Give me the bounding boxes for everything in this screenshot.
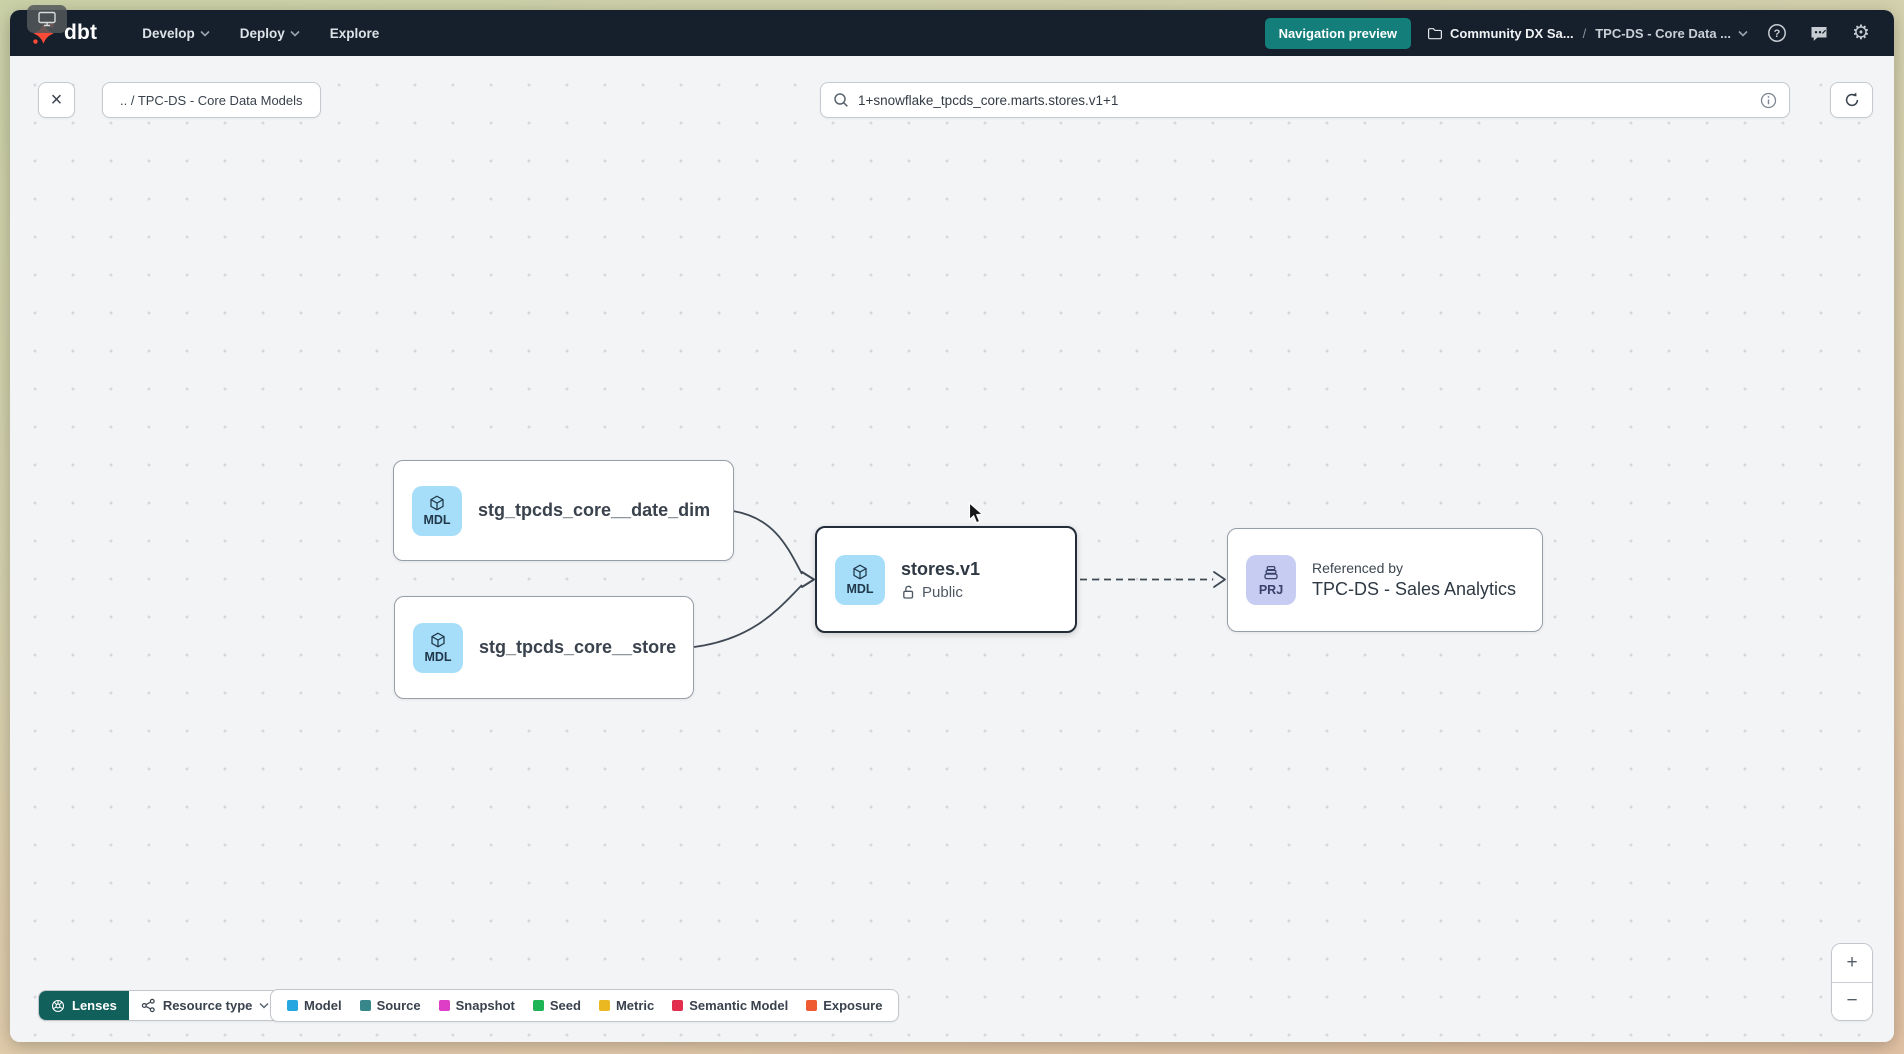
- zoom-out-button[interactable]: −: [1832, 982, 1872, 1020]
- mouse-cursor: [968, 502, 984, 524]
- feedback-button[interactable]: [1806, 20, 1832, 46]
- lenses-control-group: Lenses Resource type: [38, 990, 283, 1021]
- resource-graph-icon: [141, 998, 155, 1013]
- lens-icon: [51, 999, 65, 1012]
- folder-icon: [1428, 27, 1443, 39]
- search-icon: [834, 93, 848, 107]
- legend-item-exposure: Exposure: [806, 998, 882, 1013]
- lock-open-icon: [903, 585, 914, 599]
- gear-icon: ⚙: [1852, 22, 1870, 44]
- model-node-store[interactable]: MDL stg_tpcds_core__store: [394, 596, 694, 699]
- access-label: Public: [922, 583, 963, 601]
- navigation-preview-button[interactable]: Navigation preview: [1264, 17, 1412, 49]
- refresh-lineage-button[interactable]: [1830, 82, 1873, 118]
- breadcrumb-account[interactable]: Community DX Sa...: [1450, 25, 1574, 41]
- chevron-down-icon: [290, 30, 300, 37]
- legend-item-seed: Seed: [532, 998, 581, 1013]
- legend-swatch: [287, 1000, 298, 1011]
- top-navbar: dbt Develop Deploy Explore Navigation pr…: [10, 10, 1894, 56]
- nav-explore[interactable]: Explore: [329, 25, 380, 41]
- app-window: dbt Develop Deploy Explore Navigation pr…: [10, 10, 1894, 1042]
- legend-item-model: Model: [287, 998, 342, 1013]
- node-label: TPC-DS - Sales Analytics: [1312, 579, 1517, 599]
- chevron-down-icon: [259, 1002, 269, 1009]
- model-badge: MDL: [412, 485, 462, 536]
- svg-text:?: ?: [1774, 28, 1781, 40]
- close-lineage-button[interactable]: ×: [38, 82, 75, 118]
- help-button[interactable]: ?: [1764, 20, 1790, 46]
- legend-item-source: Source: [359, 998, 421, 1013]
- legend-swatch: [806, 1000, 818, 1011]
- lineage-search-bar: [820, 82, 1790, 118]
- dbt-logo-text: dbt: [64, 21, 98, 44]
- lenses-button[interactable]: Lenses: [39, 991, 129, 1020]
- project-badge: PRJ: [1246, 555, 1296, 605]
- cube-icon: [431, 632, 445, 648]
- node-label: stg_tpcds_core__date_dim: [478, 500, 711, 520]
- legend-swatch: [532, 1000, 544, 1011]
- settings-button[interactable]: ⚙: [1848, 20, 1874, 46]
- nav-deploy[interactable]: Deploy: [229, 18, 311, 49]
- resource-type-legend: Model Source Snapshot Seed Metric Semant…: [270, 989, 900, 1022]
- breadcrumb-separator: /: [1582, 25, 1587, 41]
- screen-share-indicator-icon: [27, 5, 67, 33]
- legend-swatch: [672, 1000, 684, 1011]
- refresh-icon: [1845, 92, 1858, 107]
- lineage-breadcrumb-chip[interactable]: .. / TPC-DS - Core Data Models: [102, 82, 321, 118]
- model-node-date-dim[interactable]: MDL stg_tpcds_core__date_dim: [393, 460, 734, 561]
- node-title: stores.v1: [901, 558, 981, 579]
- nav-develop[interactable]: Develop: [131, 18, 221, 49]
- close-icon: ×: [50, 88, 63, 111]
- cube-icon: [430, 495, 444, 511]
- legend-item-snapshot: Snapshot: [438, 998, 515, 1013]
- project-reference-node[interactable]: PRJ Referenced by TPC-DS - Sales Analyti…: [1227, 528, 1543, 632]
- resource-type-button[interactable]: Resource type: [128, 991, 282, 1020]
- zoom-in-button[interactable]: +: [1832, 944, 1872, 983]
- project-stack-icon: [1264, 565, 1278, 579]
- referenced-by-label: Referenced by: [1312, 560, 1404, 576]
- legend-swatch: [359, 1000, 371, 1011]
- chevron-down-icon[interactable]: [1738, 30, 1748, 37]
- node-label: stg_tpcds_core__store: [479, 637, 677, 657]
- model-node-stores-v1[interactable]: MDL stores.v1 Public: [815, 526, 1077, 633]
- chevron-down-icon: [200, 30, 210, 37]
- lineage-selector-input[interactable]: [858, 92, 1751, 108]
- help-icon: ?: [1768, 24, 1786, 42]
- info-icon[interactable]: [1760, 92, 1777, 109]
- legend-swatch: [438, 1000, 450, 1011]
- model-badge: MDL: [835, 554, 885, 605]
- breadcrumb-project[interactable]: TPC-DS - Core Data ...: [1595, 25, 1731, 41]
- lineage-canvas[interactable]: × .. / TPC-DS - Core Data Models: [10, 56, 1894, 1042]
- legend-item-semantic-model: Semantic Model: [672, 998, 788, 1013]
- project-breadcrumb: Community DX Sa... / TPC-DS - Core Data …: [1427, 26, 1748, 41]
- cube-icon: [853, 564, 867, 580]
- zoom-controls: + −: [1831, 943, 1873, 1021]
- model-badge: MDL: [413, 622, 463, 673]
- legend-swatch: [598, 1000, 610, 1011]
- legend-item-metric: Metric: [598, 998, 654, 1013]
- feedback-icon: [1811, 26, 1827, 41]
